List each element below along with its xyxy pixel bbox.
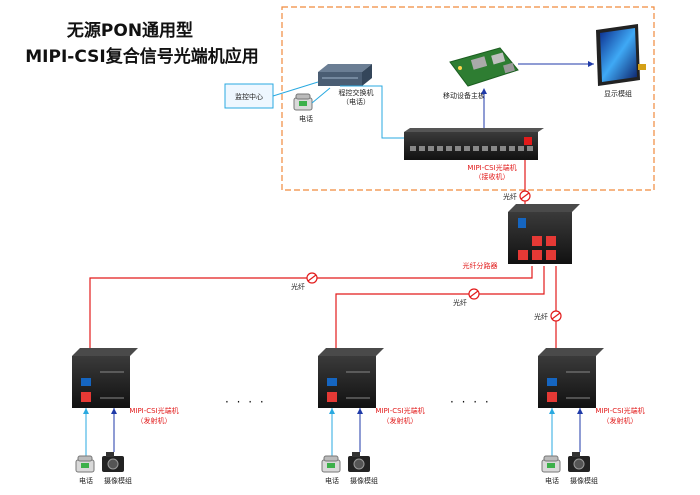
receiver-label-line1: MIPI-CSI光端机 [467,163,516,172]
fiber-label-2: 光纤 [453,298,467,307]
link-pbx-to-receiver [340,85,404,139]
transmitter-label-line1: MIPI-CSI光端机 [375,406,424,415]
fiber-coil-icon-2 [468,288,480,300]
transmitter-unit-2: MIPI-CSI光端机（发射机） 电话 摄像模组 [318,348,425,485]
rack-fiber-port [524,137,532,145]
fiber-coil-icon-top [519,190,531,202]
transmitter-unit-1: MIPI-CSI光端机（发射机） 电话 摄像模组 [72,348,179,485]
transmitter-label-line1: MIPI-CSI光端机 [595,406,644,415]
title-line2: MIPI-CSI复合信号光端机应用 [25,46,258,67]
fiber-coil-icon-3 [550,310,562,322]
link-phone-to-pbx [311,87,331,104]
fiber-coil-icon-1 [306,272,318,284]
rack-port [464,146,470,151]
control-center-box [224,83,274,109]
rack-port [491,146,497,151]
telephone-icon [541,455,561,473]
pbx-label-line1: 程控交换机 [339,88,374,97]
rack-port [428,146,434,151]
camera-label: 摄像模组 [570,476,598,485]
phone-port [327,378,337,386]
rack-port [500,146,506,151]
rack-port [509,146,515,151]
transmitter-label-line2: （发射机） [603,416,638,425]
display-module-label: 显示模组 [604,89,632,98]
transmitter-label-line2: （发射机） [383,416,418,425]
phone-top-label: 电话 [299,114,313,123]
display-module-icon [596,24,646,86]
telephone-icon [75,455,95,473]
ellipsis-1: · · · · [225,395,266,409]
camera-module-icon [102,452,124,472]
rack-port [410,146,416,151]
phone-port [547,378,557,386]
camera-module-icon [568,452,590,472]
mobile-host-label: 移动设备主板 [443,91,485,100]
link-center-to-pbx [272,81,319,97]
receiver-label-line2: （接收机） [475,172,510,181]
phone-port [81,378,91,386]
transmitter-label-line1: MIPI-CSI光端机 [129,406,178,415]
fiber-label-3: 光纤 [534,312,548,321]
camera-module-icon [348,452,370,472]
pbx-switch-icon [318,64,372,86]
ellipsis-2: · · · · [450,395,491,409]
fiber-splitter-icon [508,204,580,264]
phone-label: 电话 [545,476,559,485]
rack-port [473,146,479,151]
camera-label: 摄像模组 [350,476,378,485]
phone-label: 电话 [325,476,339,485]
transmitter-unit-3: MIPI-CSI光端机（发射机） 电话 摄像模组 [538,348,645,485]
transmitter-label-line2: （发射机） [137,416,172,425]
telephone-icon [293,93,313,111]
rack-port [527,146,533,151]
fiber-label-top: 光纤 [503,192,517,201]
splitter-label: 光纤分路器 [463,261,498,270]
receiver-rack-icon [404,128,544,160]
monitoring-area-border [281,6,655,191]
rack-port [482,146,488,151]
fiber-port [81,392,91,402]
mobile-host-board-icon [449,47,519,87]
rack-port [455,146,461,151]
telephone-icon [321,455,341,473]
fiber-label-1: 光纤 [291,282,305,291]
phone-label: 电话 [79,476,93,485]
control-center-label: 监控中心 [235,92,263,101]
rack-port [518,146,524,151]
rack-port [419,146,425,151]
title-line1: 无源PON通用型 [66,20,193,41]
fiber-to-transmitter-2 [335,266,545,356]
camera-label: 摄像模组 [104,476,132,485]
fiber-port [547,392,557,402]
fiber-port [327,392,337,402]
pbx-label-line2: （电话） [342,97,370,106]
rack-port [446,146,452,151]
rack-port [437,146,443,151]
